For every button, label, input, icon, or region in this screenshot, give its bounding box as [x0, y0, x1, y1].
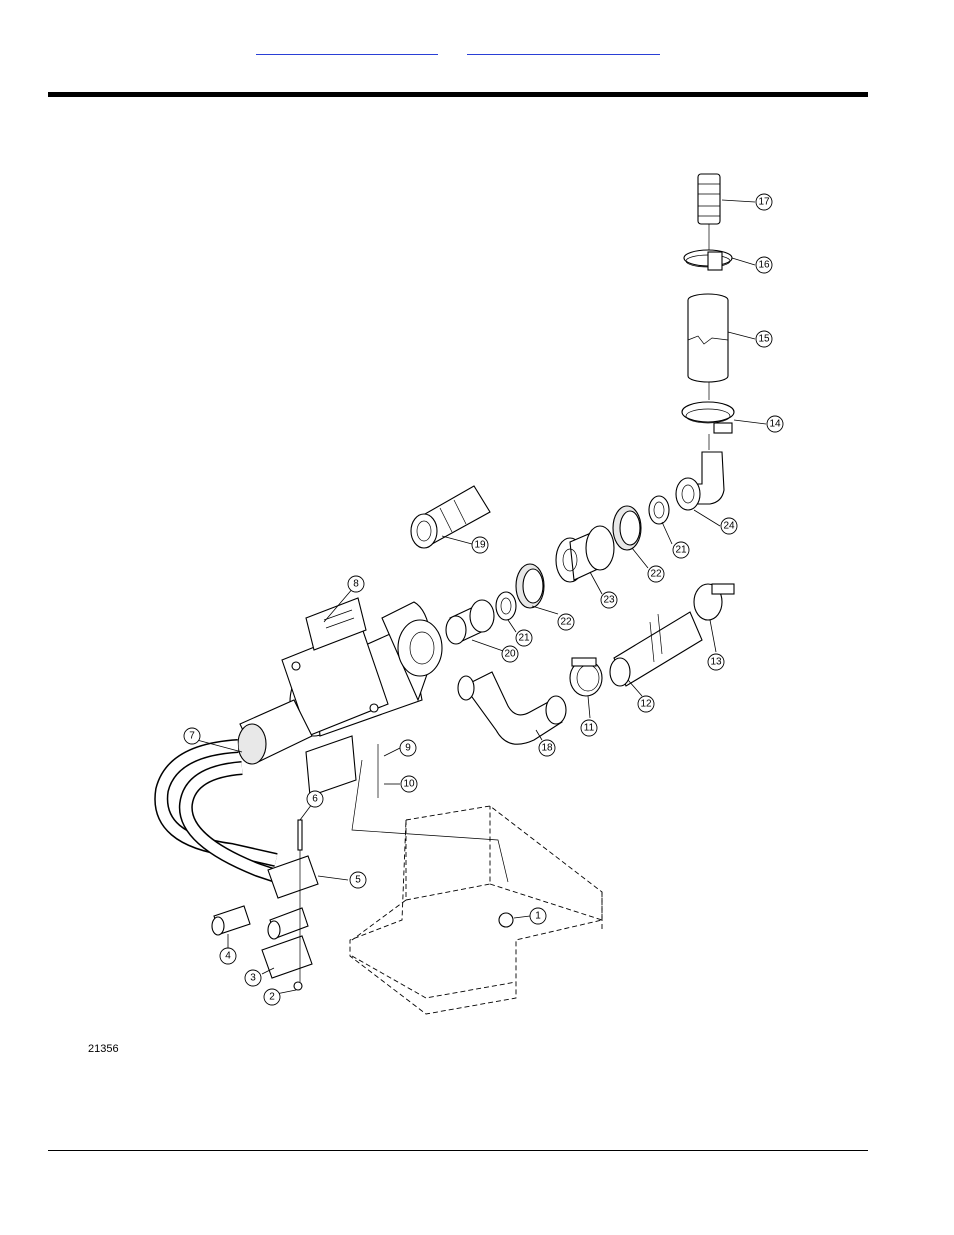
svg-text:13: 13 — [710, 657, 722, 668]
svg-text:21: 21 — [518, 633, 530, 644]
svg-text:22: 22 — [560, 617, 572, 628]
svg-text:8: 8 — [353, 579, 359, 590]
callout-13: 13 — [708, 654, 724, 670]
elbow-18 — [458, 672, 566, 744]
callout-11: 11 — [581, 720, 597, 736]
svg-text:12: 12 — [640, 699, 652, 710]
callout-3: 3 — [245, 970, 261, 986]
callout-9: 9 — [400, 740, 416, 756]
callout-23: 23 — [601, 592, 617, 608]
svg-text:10: 10 — [403, 779, 415, 790]
svg-text:15: 15 — [758, 334, 770, 345]
svg-text:14: 14 — [769, 419, 781, 430]
svg-text:16: 16 — [758, 260, 770, 271]
callout-1: 1 — [530, 908, 546, 924]
pump-8 — [238, 598, 442, 796]
callout-6: 6 — [307, 791, 323, 807]
callout-22-left: 22 — [558, 614, 574, 630]
svg-text:24: 24 — [723, 521, 735, 532]
hose-15 — [688, 294, 728, 382]
callout-21-left: 21 — [516, 630, 532, 646]
svg-text:4: 4 — [225, 951, 231, 962]
clamp-22-right — [613, 506, 641, 550]
bracket-3 — [262, 936, 312, 990]
svg-text:18: 18 — [541, 743, 553, 754]
svg-text:11: 11 — [584, 723, 595, 734]
svg-text:23: 23 — [603, 595, 615, 606]
svg-text:7: 7 — [189, 731, 195, 742]
svg-text:22: 22 — [650, 569, 662, 580]
callout-5: 5 — [350, 872, 366, 888]
hose-12 — [610, 612, 702, 686]
hose-clamp-16 — [684, 250, 732, 270]
svg-text:3: 3 — [250, 973, 256, 984]
svg-text:17: 17 — [758, 197, 770, 208]
header-link-1[interactable] — [256, 40, 438, 55]
callout-2: 2 — [264, 989, 280, 1005]
header-rule — [48, 92, 868, 97]
clamp-22-left — [516, 564, 544, 608]
callout-22-right: 22 — [648, 566, 664, 582]
drawing-number: 21356 — [88, 1043, 119, 1055]
callout-17: 17 — [756, 194, 772, 210]
svg-text:2: 2 — [269, 992, 275, 1003]
hydraulic-hoses-7 — [161, 746, 294, 882]
elbow-24 — [676, 452, 724, 510]
svg-text:20: 20 — [504, 649, 516, 660]
callout-19: 19 — [472, 537, 488, 553]
callout-4: 4 — [220, 948, 236, 964]
callout-20: 20 — [502, 646, 518, 662]
clamp-14 — [682, 402, 734, 433]
barb-fitting-17 — [698, 174, 720, 224]
couplers-4 — [212, 906, 308, 939]
callout-15: 15 — [756, 331, 772, 347]
gasket-21-left — [496, 592, 516, 620]
callout-18: 18 — [539, 740, 555, 756]
svg-text:9: 9 — [405, 743, 411, 754]
svg-text:6: 6 — [312, 794, 318, 805]
callout-16: 16 — [756, 257, 772, 273]
clamp-13 — [694, 584, 734, 620]
callout-21-right: 21 — [673, 542, 689, 558]
flange-23 — [556, 526, 614, 582]
svg-text:19: 19 — [474, 540, 486, 551]
gasket-21-right — [649, 496, 669, 524]
callout-14: 14 — [767, 416, 783, 432]
svg-text:1: 1 — [535, 911, 541, 922]
callout-12: 12 — [638, 696, 654, 712]
callout-7: 7 — [184, 728, 200, 744]
svg-text:5: 5 — [355, 875, 361, 886]
callout-24: 24 — [721, 518, 737, 534]
mount-bracket — [350, 806, 602, 1014]
svg-text:21: 21 — [675, 545, 687, 556]
fitting-20 — [446, 600, 494, 644]
footer-rule — [48, 1150, 868, 1151]
callout-10: 10 — [401, 776, 417, 792]
clamp-11 — [570, 658, 602, 696]
header-link-2[interactable] — [467, 40, 660, 55]
callout-8: 8 — [348, 576, 364, 592]
parts-diagram: 17 16 15 14 24 21 22 23 22 21 20 19 8 18… — [62, 140, 882, 1080]
